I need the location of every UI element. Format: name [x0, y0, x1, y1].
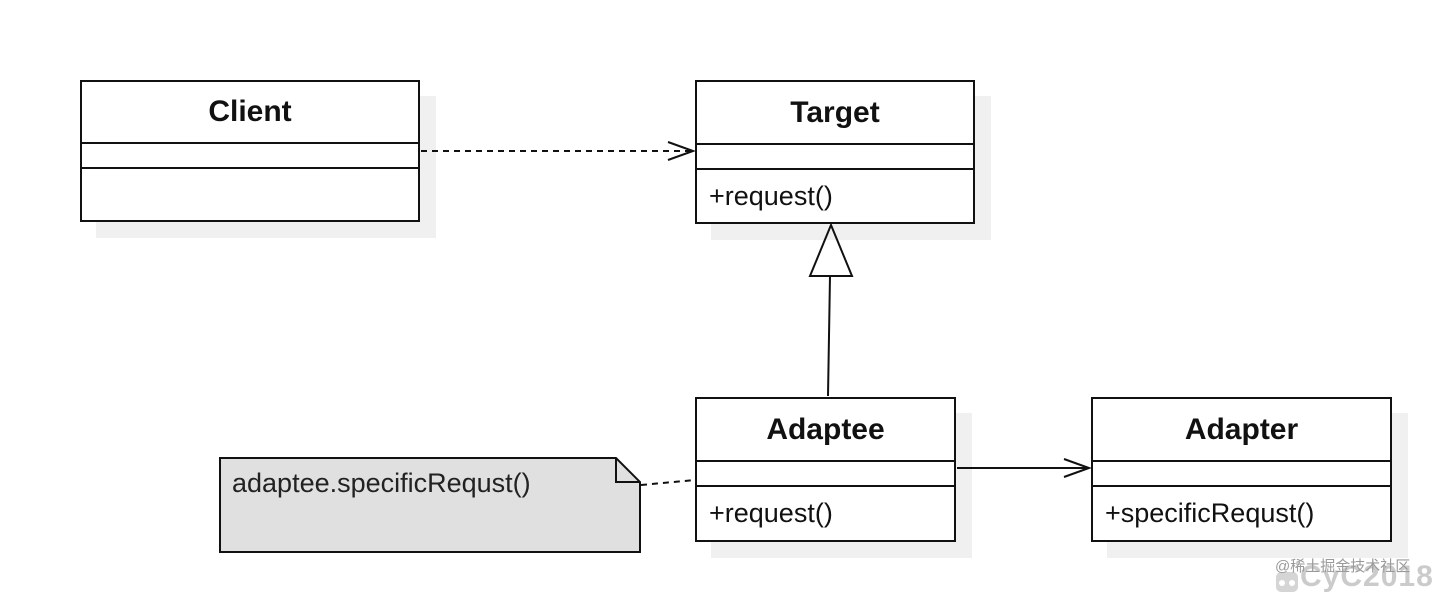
watermark-site: @稀土掘金技术社区 — [1275, 558, 1411, 575]
note-text: adaptee.specificRequst() — [232, 468, 531, 498]
dependency-arrowhead — [667, 141, 696, 161]
class-name: Adapter — [1093, 399, 1390, 462]
generalization-arrowhead — [808, 222, 854, 277]
class-adapter: Adapter +specificRequst() — [1091, 397, 1392, 542]
watermark-author: CyC2018 — [1300, 560, 1434, 593]
class-name: Target — [697, 82, 973, 145]
note-shape — [219, 457, 641, 553]
class-name: Adaptee — [697, 399, 954, 462]
watermark-logo-icon — [1276, 572, 1298, 592]
attributes-compartment — [1093, 462, 1390, 487]
note-anchor-line — [640, 479, 696, 486]
class-client: Client — [80, 80, 420, 222]
method-request: +request() — [709, 498, 833, 528]
note-fold — [615, 458, 640, 483]
generalization-line — [827, 275, 831, 397]
class-adaptee: Adaptee +request() — [695, 397, 956, 542]
method-request: +request() — [709, 181, 833, 211]
attributes-compartment — [697, 145, 973, 170]
methods-compartment — [82, 169, 418, 220]
association-arrowhead — [1063, 458, 1092, 478]
attributes-compartment — [697, 462, 954, 487]
attributes-compartment — [82, 144, 418, 169]
class-target: Target +request() — [695, 80, 975, 224]
class-name: Client — [82, 82, 418, 144]
method-specific-requst: +specificRequst() — [1105, 498, 1315, 528]
